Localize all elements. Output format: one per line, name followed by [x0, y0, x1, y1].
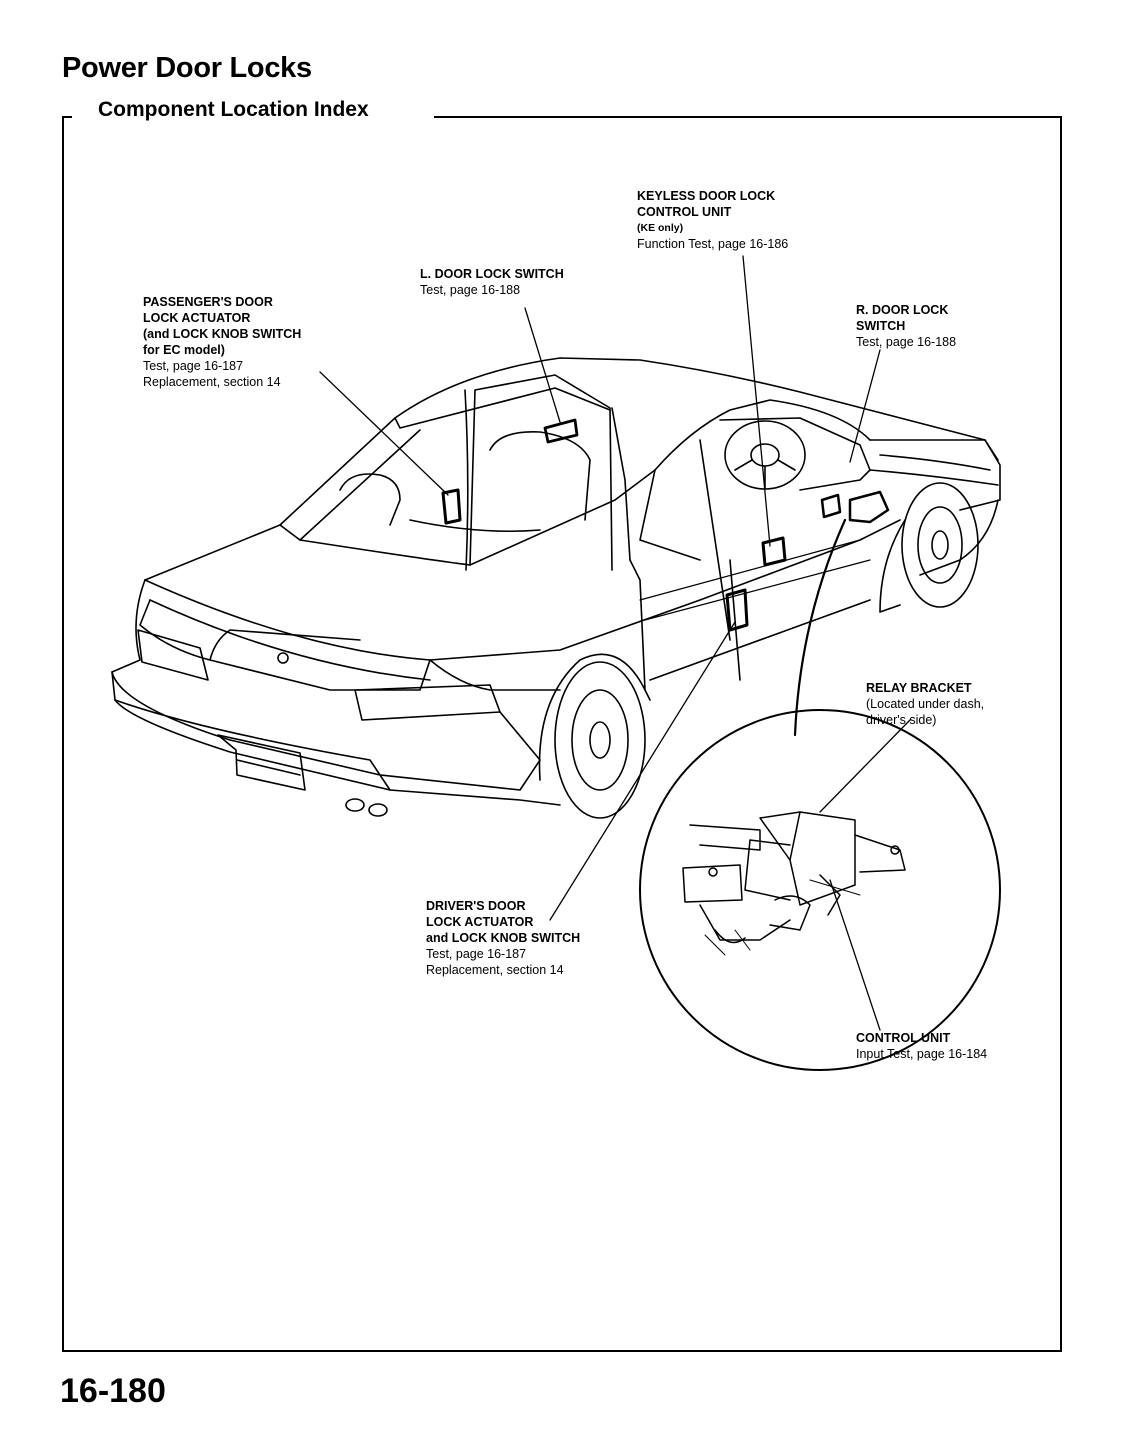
label-note: Test, page 16-188 — [856, 335, 957, 349]
label-line: DRIVER'S DOOR — [426, 899, 526, 913]
label-line: LOCK ACTUATOR — [143, 311, 251, 325]
leader-lines — [319, 255, 911, 1031]
car-body — [111, 357, 1001, 819]
page-number: 16-180 — [60, 1372, 166, 1410]
keyless-door-lock-label: KEYLESS DOOR LOCK CONTROL UNIT (KE only)… — [637, 188, 788, 252]
label-line: KEYLESS DOOR LOCK — [637, 189, 776, 203]
label-note: Test, page 16-187 — [426, 947, 527, 961]
l-door-lock-switch-label: L. DOOR LOCK SWITCH Test, page 16-188 — [420, 266, 564, 298]
label-line: for EC model) — [143, 343, 225, 357]
diagram-frame — [62, 116, 1062, 1352]
drivers-door-actuator-label: DRIVER'S DOOR LOCK ACTUATOR and LOCK KNO… — [426, 898, 580, 978]
label-line: R. DOOR LOCK — [856, 303, 949, 317]
frame-corner-tick — [62, 116, 70, 118]
control-unit-label: CONTROL UNIT Input Test, page 16-184 — [856, 1030, 987, 1062]
r-door-lock-switch-label: R. DOOR LOCK SWITCH Test, page 16-188 — [856, 302, 956, 350]
label-note: Input Test, page 16-184 — [856, 1047, 988, 1061]
label-note: (Located under dash, — [866, 697, 985, 711]
label-line: (KE only) — [637, 222, 684, 234]
label-line: L. DOOR LOCK SWITCH — [420, 267, 564, 281]
label-note: Test, page 16-187 — [143, 359, 244, 373]
label-note: Replacement, section 14 — [143, 375, 281, 389]
label-note: Function Test, page 16-186 — [637, 237, 789, 251]
relay-bracket-label: RELAY BRACKET (Located under dash, drive… — [866, 680, 984, 728]
label-note: Replacement, section 14 — [426, 963, 564, 977]
label-note: driver's side) — [866, 713, 937, 727]
label-line: CONTROL UNIT — [637, 205, 732, 219]
page-title: Power Door Locks — [62, 52, 312, 84]
label-line: CONTROL UNIT — [856, 1031, 951, 1045]
label-line: RELAY BRACKET — [866, 681, 972, 695]
label-line: PASSENGER'S DOOR — [143, 295, 273, 309]
label-line: and LOCK KNOB SWITCH — [426, 931, 581, 945]
passengers-door-actuator-label: PASSENGER'S DOOR LOCK ACTUATOR (and LOCK… — [143, 294, 301, 390]
label-note: Test, page 16-188 — [420, 283, 521, 297]
section-title: Component Location Index — [92, 98, 375, 122]
label-line: LOCK ACTUATOR — [426, 915, 534, 929]
label-line: (and LOCK KNOB SWITCH — [143, 327, 302, 341]
label-line: SWITCH — [856, 319, 906, 333]
relay-detail-view — [639, 709, 1001, 1071]
